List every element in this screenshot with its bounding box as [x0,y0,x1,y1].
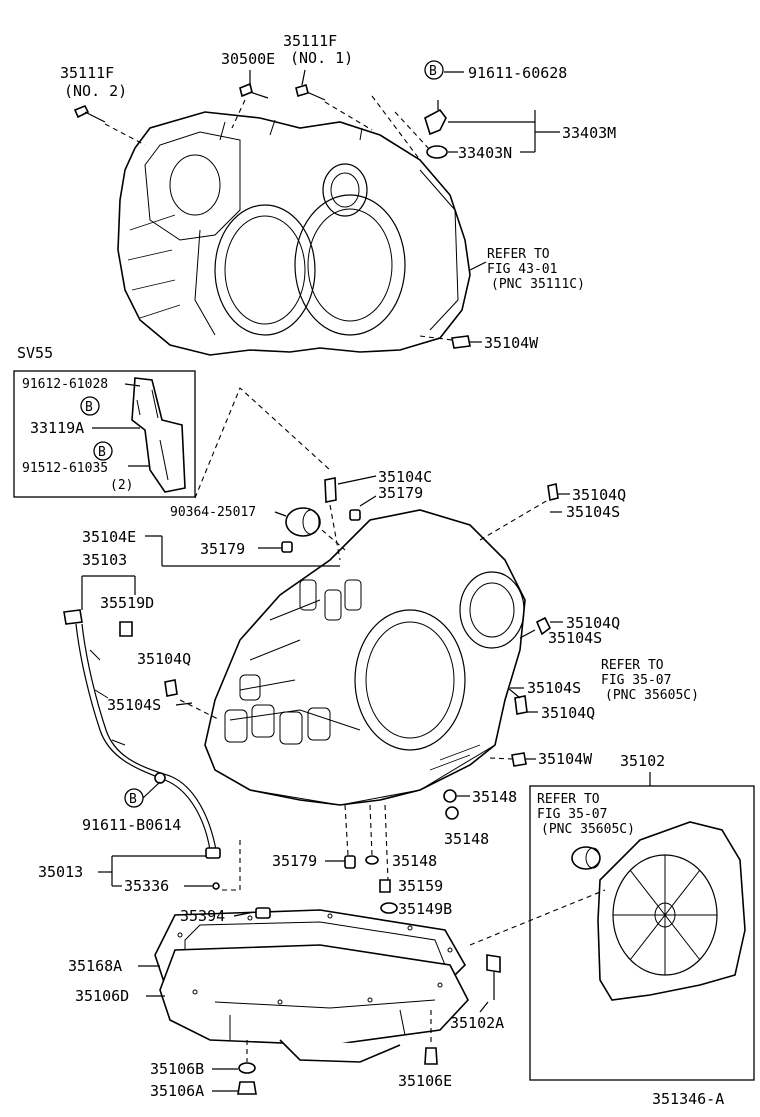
part-35168a: 35168A [68,957,122,975]
sv55-bracket-drawing [131,377,186,493]
part-35102a: 35102A [450,1014,504,1032]
refer-note-2-line2: FIG 35-07 [601,673,671,688]
refer-note-3-line3: (PNC 35605C) [541,822,635,837]
pan-bolt-35102a [486,954,501,1000]
part-35104s-a: 35104S [566,503,620,521]
part-35148-c: 35148 [392,852,437,870]
bolt-marker-b-2: B [80,396,100,416]
part-33403n: 33403N [458,144,512,162]
part-35159: 35159 [398,877,443,895]
part-35104w-top: 35104W [484,334,539,352]
part-35111f-no1-note: (NO. 1) [290,49,353,67]
oil-pan-drawing [154,907,469,1063]
drain-plug [237,1081,257,1095]
sv55-inset-box [13,370,196,498]
part-35104s-c: 35104S [548,629,602,647]
part-35149b: 35149B [398,900,452,918]
part-35104q-b: 35104Q [137,650,191,668]
part-91611-60628: 91611-60628 [468,64,567,82]
part-35013: 35013 [38,863,83,881]
part-35104c: 35104C [378,468,432,486]
part-35111f-no1: 35111F [283,32,337,50]
sensor-harness-drawing [63,609,221,859]
part-91512-qty: (2) [110,478,133,493]
refer-note-2-line1: REFER TO [601,658,664,673]
part-35106b: 35106B [150,1060,204,1078]
refer-note-3-line2: FIG 35-07 [537,807,607,822]
transaxle-housing-drawing [117,111,471,356]
part-35106a: 35106A [150,1082,204,1100]
part-35104w-mid: 35104W [538,750,593,768]
svg-text:B: B [85,400,93,415]
part-30500e: 30500E [221,50,275,68]
part-35111f-no2: 35111F [60,64,114,82]
middle-fasteners [164,477,559,914]
part-35106e: 35106E [398,1072,452,1090]
part-35179-b: 35179 [200,540,245,558]
part-33403m: 33403M [562,124,616,142]
part-35104e: 35104E [82,528,136,546]
part-35103: 35103 [82,551,127,569]
part-35179-c: 35179 [272,852,317,870]
bolt-marker-b-1: B [424,60,444,80]
pan-bolt-35106e [424,1047,438,1065]
svg-text:B: B [98,445,106,460]
svg-text:B: B [129,792,137,807]
bolt-marker-b-3: B [93,441,113,461]
svg-text:B: B [429,64,437,79]
refer-note-3-line1: REFER TO [537,792,600,807]
part-90364-25017: 90364-25017 [170,505,256,520]
refer-note-1-line3: (PNC 35111C) [491,277,585,292]
part-35111f-no2-note: (NO. 2) [64,82,127,100]
part-91512-61035: 91512-61035 [22,461,108,476]
part-91611-b0614: 91611-B0614 [82,816,181,834]
extension-housing-drawing [571,821,746,1001]
transmission-case-drawing [204,509,526,806]
part-35104s-b: 35104S [107,696,161,714]
refer-note-2-line3: (PNC 35605C) [605,688,699,703]
part-35102: 35102 [620,752,665,770]
refer-note-1-line2: FIG 43-01 [487,262,557,277]
part-35394: 35394 [180,907,225,925]
sv55-title: SV55 [17,344,53,362]
part-35148-a: 35148 [472,788,517,806]
part-35104q-a: 35104Q [572,486,626,504]
part-35336: 35336 [124,877,169,895]
part-35106d: 35106D [75,987,129,1005]
diagram-id: 351346-A [652,1090,724,1108]
part-35179-a: 35179 [378,484,423,502]
part-33119a: 33119A [30,419,84,437]
extension-housing-inset-box [529,785,755,1081]
part-35104s-d: 35104S [527,679,581,697]
drain-gasket [238,1062,256,1074]
part-35104q-d: 35104Q [541,704,595,722]
bolt-marker-b-4: B [124,788,144,808]
top-bolts [73,82,471,349]
part-35104q-c: 35104Q [566,614,620,632]
refer-note-1-line1: REFER TO [487,247,550,262]
part-35519d: 35519D [100,594,154,612]
part-35148-b: 35148 [444,830,489,848]
part-91612-61028: 91612-61028 [22,377,108,392]
